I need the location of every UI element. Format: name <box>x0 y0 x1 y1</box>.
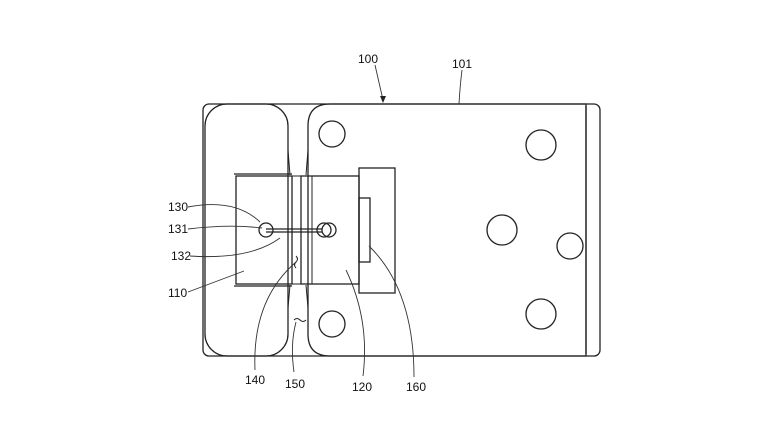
label-130: 130 <box>168 200 188 214</box>
pin-end <box>316 222 332 238</box>
leader-131 <box>187 225 263 230</box>
label-160: 160 <box>406 380 426 394</box>
hole <box>486 214 518 246</box>
channel-line <box>305 149 309 176</box>
leader-130 <box>187 204 261 223</box>
gap-strip <box>291 175 302 285</box>
leader-101 <box>458 69 463 105</box>
channel-line <box>305 284 309 309</box>
label-132: 132 <box>171 249 191 263</box>
leader-110 <box>187 270 245 293</box>
hole <box>318 120 346 148</box>
hole <box>525 298 557 330</box>
leader-132 <box>189 237 281 258</box>
leader-150 <box>291 321 297 373</box>
pin-head <box>258 222 274 238</box>
label-140: 140 <box>245 373 265 387</box>
pin-end-shadow <box>321 222 337 238</box>
leader-160 <box>368 245 415 378</box>
right-panel <box>307 103 587 357</box>
tab-block <box>358 167 396 294</box>
left-panel <box>204 103 289 357</box>
channel-line <box>287 149 291 176</box>
second-body <box>300 175 360 285</box>
label-150: 150 <box>285 377 305 391</box>
squiggle-mark <box>293 318 307 322</box>
leader-100 <box>374 64 384 101</box>
first-body <box>235 175 293 285</box>
label-110: 110 <box>168 286 187 300</box>
base-plate-outline <box>202 103 601 357</box>
label-101: 101 <box>452 57 472 71</box>
tab-slot <box>358 197 371 263</box>
label-120: 120 <box>352 380 372 394</box>
hole <box>525 129 557 161</box>
leader-140 <box>254 261 297 371</box>
hole <box>556 232 584 260</box>
label-100: 100 <box>358 52 378 66</box>
leader-120 <box>345 269 365 377</box>
channel-line <box>287 284 291 309</box>
label-131: 131 <box>168 222 188 236</box>
arrowhead-100 <box>380 96 386 103</box>
hole <box>318 310 346 338</box>
